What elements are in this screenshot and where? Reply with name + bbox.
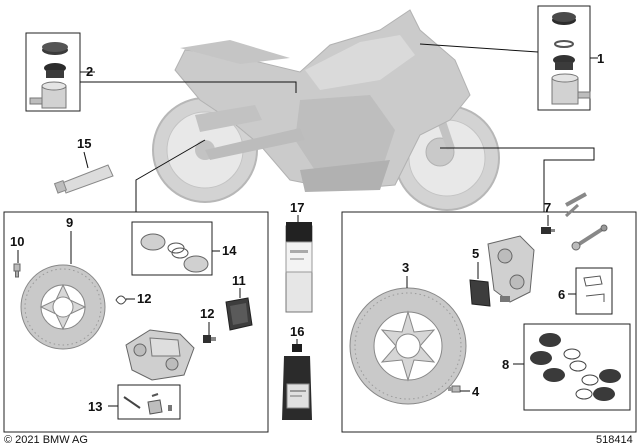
rear-brake-caliper xyxy=(125,329,195,381)
piston-kit-box xyxy=(131,221,213,276)
front-brake-disc xyxy=(349,287,467,405)
callout-11: 11 xyxy=(232,273,246,288)
callout-10: 10 xyxy=(10,234,24,249)
callout-3: 3 xyxy=(402,260,409,275)
callout-15: 15 xyxy=(77,136,91,151)
callout-9: 9 xyxy=(66,215,73,230)
callout-6: 6 xyxy=(558,287,565,302)
callout-12b: 12 xyxy=(200,306,214,321)
front-piston-kit xyxy=(530,333,621,401)
front-disc-bolt xyxy=(448,385,461,393)
leader-rear-box xyxy=(135,139,206,212)
front-brake-pads xyxy=(469,279,491,307)
front-brake-reservoir xyxy=(551,12,591,105)
piston-kit xyxy=(140,233,209,273)
callout-7: 7 xyxy=(544,200,551,215)
callout-8: 8 xyxy=(502,357,509,372)
leader-front-box xyxy=(440,147,595,212)
leader-2-to-bike xyxy=(80,81,297,93)
rear-brake-reservoir xyxy=(29,42,68,109)
leader-1-to-bike xyxy=(419,43,539,53)
disc-bolt xyxy=(13,263,21,278)
callout-1: 1 xyxy=(597,51,604,66)
retainer-kit-box xyxy=(117,384,181,420)
callout-14: 14 xyxy=(222,243,237,258)
caliper-retainer-kit xyxy=(123,393,172,415)
leader-15 xyxy=(83,151,89,169)
bleeder-valve xyxy=(203,335,216,343)
motorcycle-illustration xyxy=(152,9,500,211)
callout-17: 17 xyxy=(290,200,304,215)
callout-5: 5 xyxy=(472,246,479,261)
grease-tube xyxy=(53,164,114,194)
rear-brake-disc xyxy=(20,264,106,350)
callout-16: 16 xyxy=(290,324,304,339)
callout-13: 13 xyxy=(88,399,102,414)
brake-spray-can xyxy=(285,222,313,313)
callout-4: 4 xyxy=(472,384,480,399)
clip-kit-box xyxy=(575,267,613,315)
front-brake-caliper xyxy=(487,235,535,303)
image-number: 518414 xyxy=(596,434,633,446)
front-brake-box xyxy=(341,211,637,433)
caliper-bolts xyxy=(564,192,608,251)
callout-12a: 12 xyxy=(137,291,151,306)
pad-clips xyxy=(583,275,605,302)
pad-spring xyxy=(115,295,127,305)
front-piston-kit-box xyxy=(523,323,631,411)
brake-fluid-bottle xyxy=(282,344,312,420)
rear-brake-pads xyxy=(225,297,253,331)
copyright-text: © 2021 BMW AG xyxy=(4,434,88,446)
front-bleeder-valve xyxy=(541,227,555,234)
